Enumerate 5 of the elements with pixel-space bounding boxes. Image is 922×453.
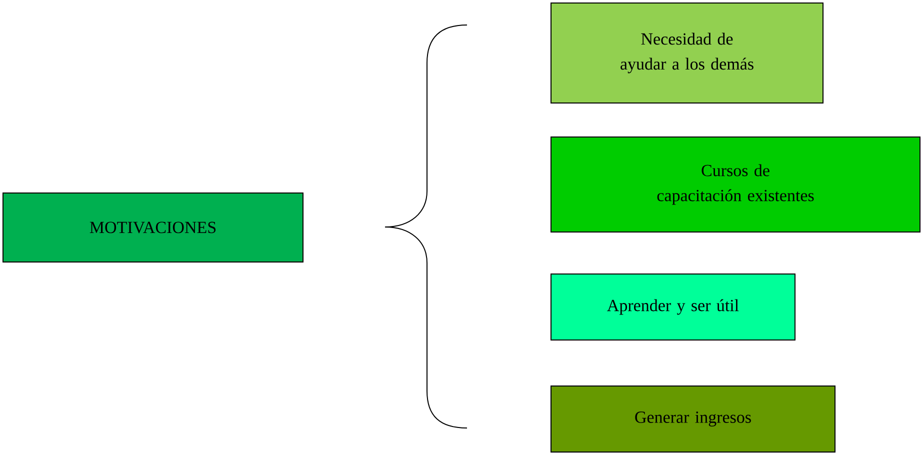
- text-box: Aprender y ser útil: [550, 274, 796, 340]
- text-box: MOTIVACIONES: [2, 192, 304, 262]
- text-box: Necesidad de ayudar a los demás: [550, 2, 824, 104]
- text-box: Cursos de capacitación existentes: [550, 136, 920, 232]
- text-box: Generar ingresos: [550, 386, 836, 452]
